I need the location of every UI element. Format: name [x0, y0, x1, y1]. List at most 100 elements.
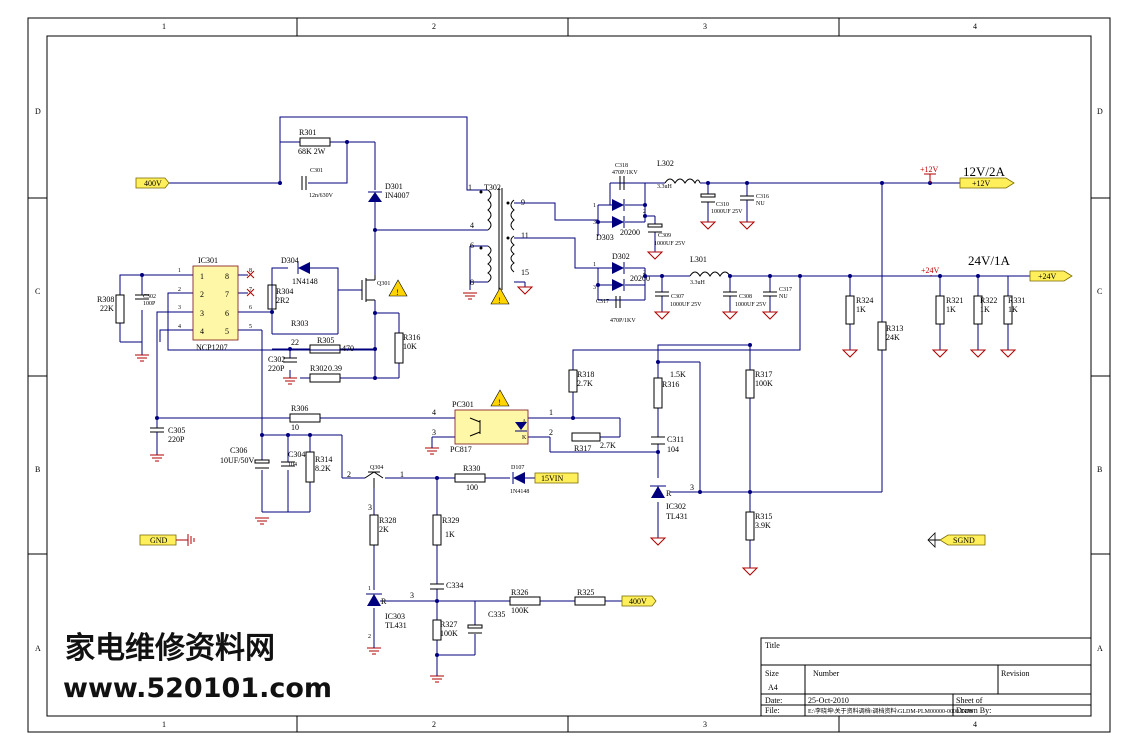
ic301-pin5-out: 5	[249, 324, 252, 330]
r308-ref: R308	[97, 295, 114, 304]
r329-resistor	[432, 514, 442, 546]
titleblock-size: A4	[768, 683, 778, 692]
c316-value: NU	[756, 201, 765, 207]
r318-ref: R318	[577, 370, 594, 379]
ic301-pin2: 2	[200, 290, 204, 299]
pc301-ref: PC301	[452, 400, 474, 409]
t302-pin6: 6	[470, 241, 474, 250]
r322-ref: R322	[980, 296, 997, 305]
ic303-ref: IC303	[385, 612, 405, 621]
r326-ref: R326	[511, 588, 528, 597]
col-label-3-bottom: 3	[703, 720, 707, 729]
r304-ref: R304	[276, 287, 293, 296]
r317a-value: 100K	[755, 379, 773, 388]
col-label-1-bottom: 1	[162, 720, 166, 729]
d302-value: 20200	[630, 274, 650, 283]
r331-ref: R331	[1008, 296, 1025, 305]
r321-ref: R321	[946, 296, 963, 305]
r317a-resistor	[745, 369, 755, 399]
ic301-pin1-out: 1	[178, 268, 181, 274]
d303-diode-a	[612, 199, 624, 211]
warning-icon-3	[490, 287, 510, 305]
r327-value: 100K	[440, 629, 458, 638]
port-15vin	[534, 472, 579, 484]
r306-ref: R306	[291, 404, 308, 413]
c308-value: 1000UF 25V	[735, 302, 767, 308]
d301-value: IN4007	[385, 191, 409, 200]
c305-value: 220P	[168, 435, 185, 444]
r316a-value: 10K	[403, 342, 417, 351]
c309-ref: C309	[658, 233, 671, 239]
c302b-value: 220P	[268, 364, 285, 373]
c309-plate-a	[647, 223, 663, 228]
warning-icon-2-mark: !	[498, 398, 501, 407]
d302-pin2: 2	[643, 270, 646, 276]
c302a-ref: C302	[143, 294, 156, 300]
d303-pin3: 3	[593, 220, 596, 226]
r315-resistor	[745, 511, 755, 541]
r317b-ref: R317	[574, 444, 591, 453]
col-label-2-bottom: 2	[432, 720, 436, 729]
warning-icon-3-mark: !	[498, 296, 501, 305]
port-15vin-label: 15VIN	[541, 474, 563, 483]
c304-ref: C304	[288, 450, 305, 459]
junction-dots	[140, 140, 980, 657]
r322-value: 1K	[980, 305, 990, 314]
titleblock-drawn-label: Drawn By:	[956, 706, 991, 715]
r326-value: 100K	[511, 606, 529, 615]
ic301-value: NCP1207	[196, 343, 228, 352]
port-24v-label: +24V	[1038, 272, 1057, 281]
titleblock-date-label: Date:	[765, 696, 782, 705]
c306-plate-a	[254, 459, 270, 464]
r330-value: 100	[466, 483, 478, 492]
c307-value: 1000UF 25V	[670, 302, 702, 308]
gnd-port-symbol	[176, 534, 195, 546]
r304-value: 2R2	[276, 296, 289, 305]
c335-ref: C335	[488, 610, 505, 619]
ic301-chip	[192, 265, 239, 341]
port-400v-input	[135, 177, 170, 189]
titleblock-file: E:\李晓坤\关于资料调档\调档资料\GLDM-PLM00000-0000.DD…	[808, 707, 973, 715]
ic301-pin3: 3	[200, 309, 204, 318]
r327-resistor	[432, 619, 442, 641]
d302-ref: D302	[612, 252, 630, 261]
port-400v-sense-label: 400V	[629, 597, 647, 606]
port-12v-output	[959, 177, 1015, 189]
ic301-pin7-out: 7	[249, 287, 252, 293]
d303-pin1: 1	[593, 203, 596, 209]
c311-ref: C311	[667, 435, 684, 444]
row-label-d-right: D	[1097, 107, 1103, 116]
d302-pin1: 1	[593, 262, 596, 268]
t302-pin8: 8	[470, 278, 474, 287]
r317b-value: 2.7K	[600, 441, 616, 450]
r325-resistor	[574, 596, 606, 606]
r321-resistor	[935, 295, 945, 325]
warning-icon-mark: !	[396, 288, 399, 297]
nc-mark-pin8	[246, 270, 255, 279]
c310-ref: C310	[716, 202, 729, 208]
r330-ref: R330	[463, 464, 480, 473]
ic303-pin1: 1	[368, 586, 371, 592]
r318-value: 2.7K	[577, 379, 593, 388]
ic303-value: TL431	[385, 621, 407, 630]
t302-transformer	[479, 188, 515, 290]
r313-resistor	[877, 321, 887, 351]
ic302-ref: IC302	[666, 502, 686, 511]
rail-12v-label: +12V	[920, 165, 939, 174]
r305-value: 470	[342, 344, 354, 353]
r329-value: 1K	[445, 530, 455, 539]
port-gnd-label: GND	[150, 536, 168, 545]
c307-ref: C307	[671, 294, 684, 300]
c317-ref: C317	[596, 299, 609, 305]
d303-pin2: 2	[643, 209, 646, 215]
ic302-shunt-regulator	[651, 486, 665, 498]
r317b-resistor	[571, 432, 601, 442]
warning-icon	[388, 279, 408, 297]
r324-ref: R324	[856, 296, 873, 305]
r330-resistor	[454, 473, 486, 483]
d107-ref: D107	[511, 465, 524, 471]
ic302-value: TL431	[666, 512, 688, 521]
c317b-value: NU	[779, 294, 788, 300]
ic303-ref-pin: R	[381, 597, 387, 606]
ic301-pin5: 5	[225, 327, 229, 336]
